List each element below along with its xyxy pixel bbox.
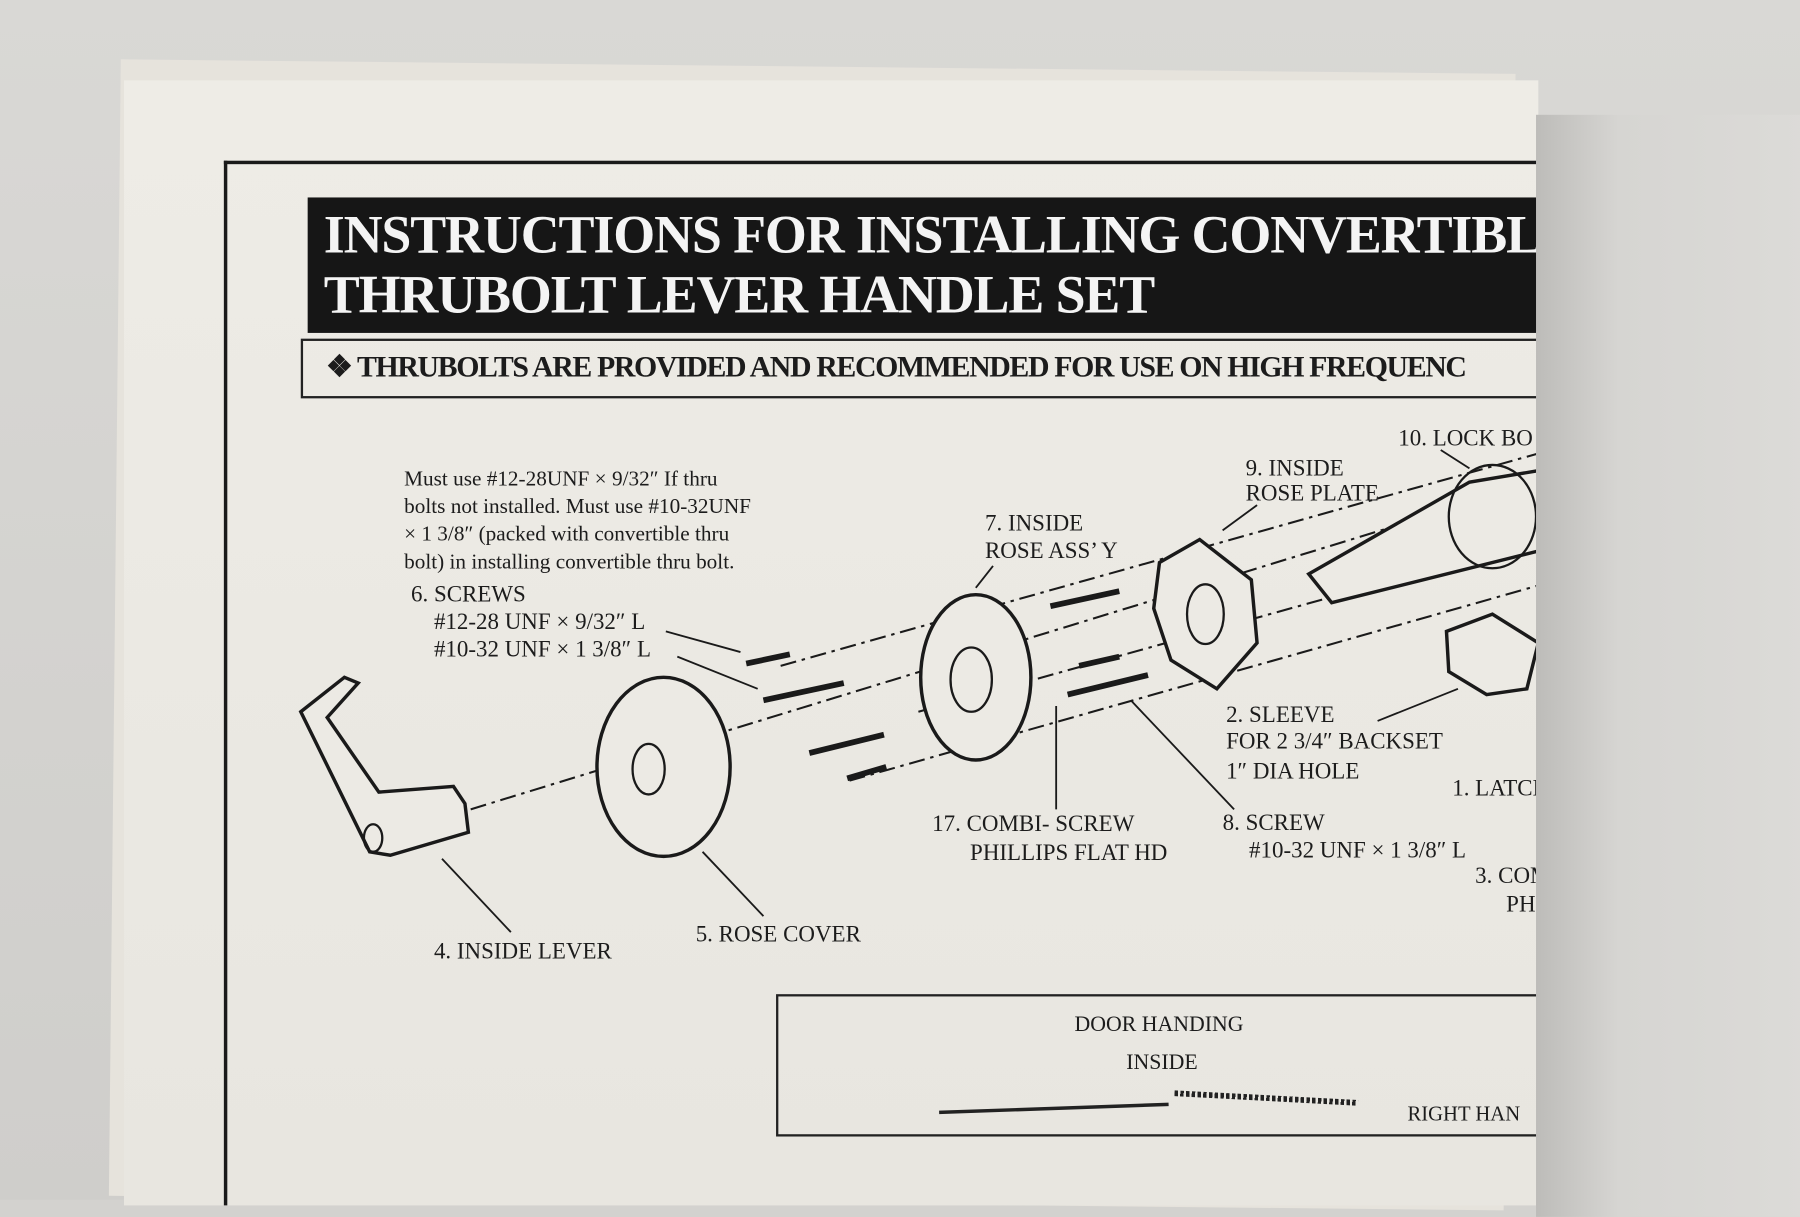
label-screws-spec-b: #10-32 UNF × 1 3/8″ L [433,637,651,663]
door-handing-right-hand: RIGHT HAN [1407,1102,1521,1126]
plastic-sleeve-edge [1536,114,1800,1217]
exploded-diagram [298,449,1539,933]
door-handing-box: DOOR HANDING INSIDE RIGHT HAN [776,994,1539,1137]
page-border [223,160,1539,1206]
label-latch: 1. LATCH [1452,776,1538,802]
screw-parts [745,588,1149,782]
label-inside-lever: 4. INSIDE LEVER [433,939,612,965]
note-line: × 1 3/8″ (packed with convertible thru [404,523,730,547]
door-handing-inside: INSIDE [1126,1050,1198,1075]
subtitle: ❖ THRUBOLTS ARE PROVIDED AND RECOMMENDED… [326,350,1467,384]
note-line: Must use #12-28UNF × 9/32″ If thru [404,468,718,492]
label-screws-spec-a: #12-28 UNF × 9/32″ L [433,609,646,635]
sleeve-part [1444,612,1539,697]
lock-body-part [1306,468,1539,605]
title-banner: INSTRUCTIONS FOR INSTALLING CONVERTIBL T… [307,197,1539,333]
label-combi-3: 3. COMB [1475,863,1538,889]
door-handing-title: DOOR HANDING [1074,1012,1244,1037]
title-line-1: INSTRUCTIONS FOR INSTALLING CONVERTIBL [323,205,1539,266]
bolt-graphic [1174,1090,1359,1106]
subtitle-box: ❖ THRUBOLTS ARE PROVIDED AND RECOMMENDED… [300,338,1539,399]
label-combi-screw: 17. COMBI- SCREW [932,811,1135,837]
label-screw-8: 8. SCREW [1222,810,1325,836]
door-line [939,1102,1169,1115]
leader-arrows [441,449,1470,933]
label-sleeve-backset: FOR 2 3/4″ BACKSET [1226,728,1443,755]
label-sleeve: 2. SLEEVE [1226,702,1335,728]
label-screw-8-spec: #10-32 UNF × 1 3/8″ L [1249,838,1467,864]
screw-note: Must use #12-28UNF × 9/32″ If thru bolts… [404,466,751,576]
label-inside-rose-assy-2: ROSE ASS’ Y [984,538,1118,564]
rose-plate-part [1151,537,1259,692]
instruction-sheet: INSTRUCTIONS FOR INSTALLING CONVERTIBL T… [123,80,1539,1206]
label-inside-rose-plate: 9. INSIDE [1245,455,1344,482]
label-combi-screw-2: PHILLIPS FLAT HD [970,840,1168,866]
title-line-2: THRUBOLT LEVER HANDLE SET [323,265,1156,325]
note-line: bolts not installed. Must use #10-32UNF [404,495,751,519]
label-screws: 6. SCREWS [410,582,526,608]
label-inside-rose-plate-2: ROSE PLATE [1245,481,1379,507]
rose-assembly-part [918,592,1033,762]
label-sleeve-hole: 1″ DIA HOLE [1226,758,1360,785]
label-inside-rose-assy: 7. INSIDE [984,510,1084,537]
label-combi-3-2: PHILL [1506,891,1538,918]
inside-lever-part [298,675,471,858]
label-lock-body: 10. LOCK BO [1398,425,1533,452]
note-line: bolt) in installing convertible thru bol… [404,551,735,574]
label-rose-cover: 5. ROSE COVER [695,921,861,948]
